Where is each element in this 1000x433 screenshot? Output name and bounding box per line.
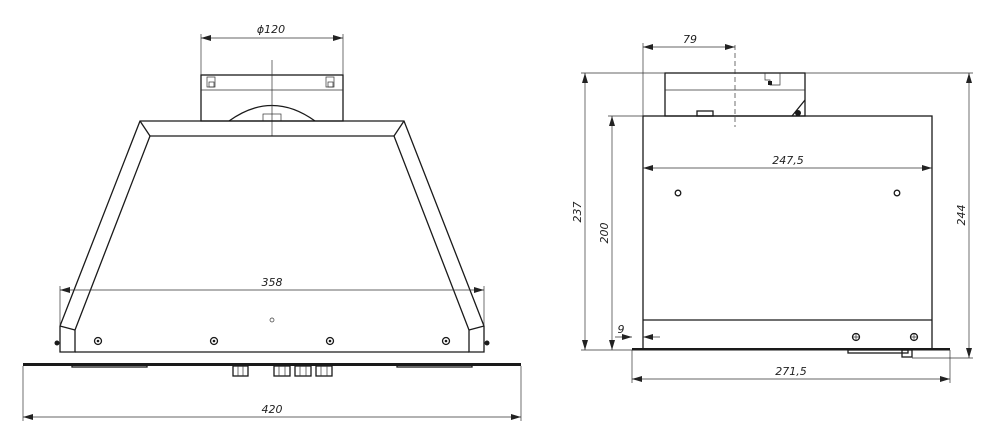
dimension-label: 79 <box>683 33 697 46</box>
dimension-overall-width: 420 <box>22 366 522 421</box>
dimension-label: 247,5 <box>772 154 804 167</box>
dimension-label: 244 <box>955 205 968 226</box>
dimension-body-depth: 247,5 <box>643 154 932 171</box>
control-knobs <box>232 365 333 377</box>
screw-icon <box>93 336 451 346</box>
side-view: 79 247,5 237 200 244 9 <box>571 33 973 383</box>
dimension-label: 420 <box>262 403 283 416</box>
dimension-total-height: 237 <box>571 72 665 351</box>
dimension-label: 9 <box>618 323 625 336</box>
dimension-plate-offset: 9 <box>615 323 660 340</box>
front-view: ϕ120 358 420 <box>22 23 522 421</box>
screw-icon <box>851 332 919 342</box>
fan-housing-side <box>664 45 806 127</box>
dimension-inner-width: 358 <box>59 276 485 326</box>
side-body <box>632 115 950 358</box>
hood-body <box>54 120 490 353</box>
dimension-diameter: ϕ120 <box>200 23 344 75</box>
bottom-plate <box>23 363 521 377</box>
dimension-label: 271,5 <box>775 365 807 378</box>
dimension-duct-offset: 79 <box>642 33 735 116</box>
dimension-label: 200 <box>598 223 611 244</box>
dimension-label: ϕ120 <box>257 23 285 36</box>
dimension-body-height: 200 <box>598 115 643 350</box>
dimension-label: 358 <box>262 276 283 289</box>
dimension-overall-depth: 271,5 <box>631 350 951 383</box>
dimension-label: 237 <box>571 202 584 223</box>
dimension-overall-height: 244 <box>805 72 973 359</box>
fan-housing <box>200 60 344 136</box>
